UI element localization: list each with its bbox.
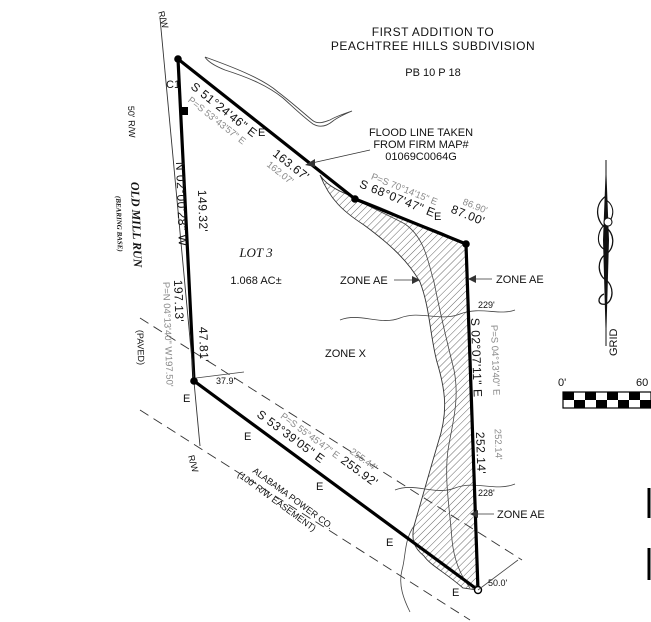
dimension-line-37ft bbox=[195, 371, 245, 379]
flood-zone-inner-line bbox=[329, 177, 471, 589]
edge-letter-5: E bbox=[452, 587, 459, 599]
flood-note-line1: FLOOD LINE TAKEN bbox=[369, 127, 473, 139]
east-line-plat-bearing: P=S 04°13'40" E bbox=[488, 325, 501, 396]
flood-elevation-229: 229' bbox=[478, 300, 495, 310]
rw-top-label: R/W bbox=[156, 10, 170, 30]
flood-elevation-228: 228' bbox=[478, 488, 495, 498]
road-bearing-base: (BEARING BASE) bbox=[114, 196, 124, 252]
curve-label: C1 bbox=[166, 79, 180, 91]
edge-letter-2: E bbox=[244, 431, 251, 443]
subdivision-title-line2: PEACHTREE HILLS SUBDIVISION bbox=[331, 39, 535, 53]
scale-zero-label: 0' bbox=[558, 377, 566, 389]
zone-ae-bottom-arrowhead bbox=[470, 510, 478, 518]
west-line-distance-2: 197.13' bbox=[171, 280, 186, 323]
flood-note-arrowhead bbox=[305, 159, 315, 167]
east-line-bearing: S 02°07'11" E bbox=[468, 318, 485, 398]
edge-letter-1: E bbox=[183, 393, 190, 405]
zone-ae-left-label: ZONE AE bbox=[340, 275, 388, 287]
corner-marker-ne bbox=[462, 240, 470, 248]
west-line-plat-bearing: P=N 04°13'40" W bbox=[160, 282, 174, 356]
zone-ae-right-label: ZONE AE bbox=[496, 274, 544, 286]
zone-ae-right-arrowhead bbox=[468, 275, 476, 283]
corner-marker-sw bbox=[190, 377, 198, 385]
flood-note-line3: 01069C0064G bbox=[385, 151, 457, 163]
edge-letter-3: E bbox=[316, 481, 323, 493]
west-line-distance-1: 149.32' bbox=[195, 190, 210, 233]
west-line-plat-distance: 197.50' bbox=[163, 356, 175, 387]
scale-sixty-label: 60 bbox=[636, 377, 648, 389]
corner-marker-angle bbox=[351, 195, 359, 203]
easement-line-lower bbox=[139, 409, 471, 621]
corner-marker-nw bbox=[174, 55, 182, 63]
easement-offset-50: 50.0' bbox=[488, 578, 508, 588]
north-arrow-grid-label: GRID bbox=[608, 328, 620, 356]
lot-area: 1.068 AC± bbox=[230, 275, 281, 287]
flood-note-line2: FROM FIRM MAP# bbox=[373, 139, 469, 151]
edge-letter-4: E bbox=[386, 537, 393, 549]
plat-book-ref: PB 10 P 18 bbox=[405, 67, 460, 79]
edge-letter-6: E bbox=[434, 211, 441, 223]
curve-point-marker bbox=[180, 107, 188, 115]
lot-name: LOT 3 bbox=[238, 245, 273, 260]
scale-bar bbox=[562, 391, 651, 409]
zone-ae-left-arrowhead bbox=[412, 276, 420, 284]
west-line-distance-3: 47.81' bbox=[196, 327, 211, 363]
flood-elevation-229-line bbox=[339, 309, 516, 321]
creek-line bbox=[204, 56, 353, 127]
edge-letter-7: E bbox=[258, 127, 265, 139]
road-name: OLD MILL RUN bbox=[128, 182, 145, 269]
east-line-plat-distance: 252.14' bbox=[492, 429, 504, 460]
zone-x-label: ZONE X bbox=[325, 348, 367, 360]
east-line-distance: 252.14' bbox=[473, 432, 488, 475]
north-arrow bbox=[597, 160, 614, 346]
subdivision-title-line1: FIRST ADDITION TO bbox=[372, 25, 495, 39]
road-row-width: 50' R/W bbox=[126, 106, 137, 139]
west-line-bearing: N 02°00'28" W bbox=[173, 162, 190, 247]
zone-ae-bottom-label: ZONE AE bbox=[497, 509, 545, 521]
road-paved-label: (PAVED) bbox=[135, 330, 146, 365]
flood-elevation-228-line bbox=[394, 483, 516, 491]
road-right-of-way-line bbox=[159, 17, 201, 447]
rw-bottom-label: R/W bbox=[186, 454, 200, 474]
dimension-line-50ft bbox=[477, 559, 519, 591]
easement-line-upper bbox=[139, 317, 523, 561]
flood-note-leader-line bbox=[311, 149, 371, 164]
lot-boundary bbox=[176, 57, 480, 592]
easement-offset-37: 37.9' bbox=[216, 376, 236, 386]
